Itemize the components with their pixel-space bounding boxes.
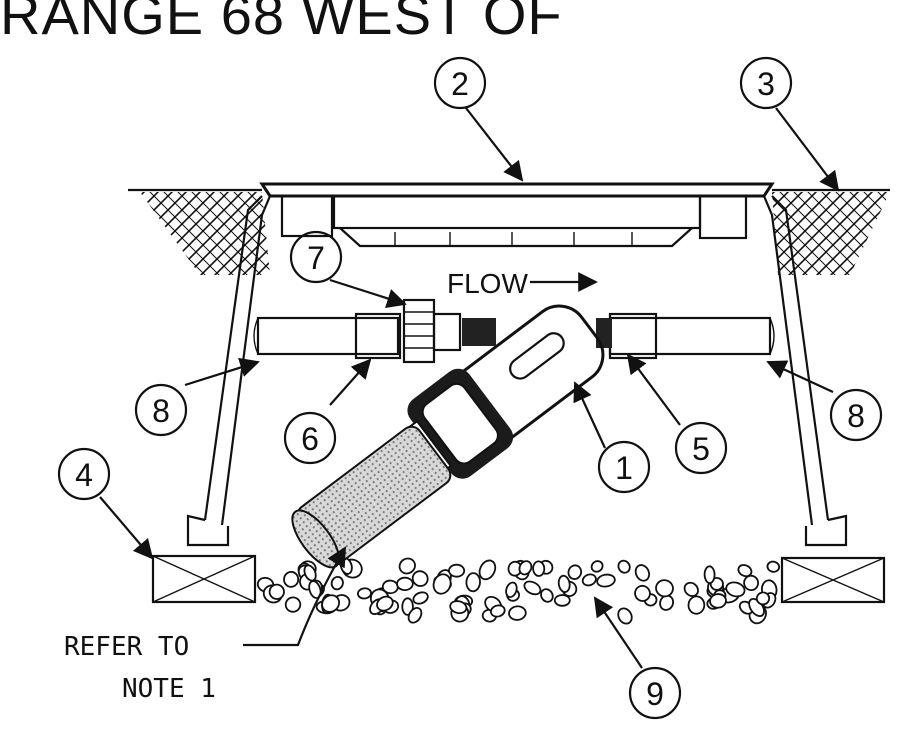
svg-text:7: 7: [307, 240, 325, 276]
gravel-stone: [321, 594, 341, 613]
callout-8-left: 8: [134, 383, 188, 437]
svg-text:2: 2: [451, 66, 469, 102]
svg-text:REFER TO: REFER TO: [64, 632, 189, 662]
gravel-stone: [398, 557, 416, 575]
gravel-stone: [617, 607, 633, 625]
gravel-stone: [478, 559, 497, 581]
svg-text:NOTE 1: NOTE 1: [122, 674, 216, 704]
gravel-stone: [532, 560, 546, 577]
gravel-stone: [567, 564, 583, 580]
callout-4: 4: [57, 447, 111, 501]
callouts: 2 3 7 8 6 1 5 8 4 9: [57, 56, 883, 720]
inlet-pipe: [253, 312, 402, 360]
svg-text:1: 1: [615, 450, 633, 486]
gravel-stone: [737, 564, 753, 578]
callout-8-right: 8: [829, 388, 883, 442]
brick-support-right: [780, 556, 886, 604]
gravel-stone: [755, 591, 771, 606]
gravel-stone: [330, 575, 344, 591]
svg-text:8: 8: [152, 393, 170, 429]
gravel-stone: [465, 572, 481, 593]
svg-text:4: 4: [75, 457, 93, 493]
gravel-stone: [581, 573, 597, 587]
svg-text:9: 9: [646, 676, 664, 712]
svg-text:FLOW: FLOW: [447, 268, 528, 299]
callout-3: 3: [739, 56, 793, 110]
gravel-stone: [659, 594, 675, 611]
gravel-stone: [508, 605, 527, 621]
gravel-stone: [505, 581, 518, 598]
gravel-stone: [396, 576, 414, 592]
union-fitting: [402, 298, 612, 364]
gravel-stone: [634, 584, 651, 602]
note-reference: REFER TO NOTE 1: [64, 632, 216, 704]
gravel-stone: [590, 560, 604, 573]
brick-support-left: [151, 554, 257, 604]
svg-text:3: 3: [757, 66, 775, 102]
gravel-bed: [256, 557, 781, 625]
gravel-stone: [268, 583, 285, 600]
svg-text:6: 6: [301, 421, 319, 457]
ground-surface: [128, 188, 890, 275]
gravel-stone: [683, 581, 699, 597]
callout-5: 5: [674, 421, 728, 475]
gravel-stone: [401, 597, 414, 616]
gravel-stone: [518, 560, 533, 576]
drawing-title: RANGE 68 WEST OF: [0, 0, 563, 46]
gravel-stone: [687, 595, 706, 615]
gravel-stone: [489, 604, 506, 618]
gravel-stone: [766, 560, 781, 573]
svg-text:5: 5: [692, 431, 710, 467]
gravel-stone: [376, 595, 394, 612]
gravel-stone: [617, 559, 631, 574]
gravel-stone: [303, 564, 317, 582]
filter-screen: [291, 425, 452, 569]
gravel-stone: [448, 563, 466, 578]
gravel-stone: [449, 600, 468, 615]
gravel-stone: [523, 580, 542, 596]
gravel-stone: [412, 591, 429, 605]
outlet-pipe: [608, 312, 775, 360]
gravel-stone: [411, 570, 429, 587]
callout-2: 2: [433, 56, 487, 110]
gravel-stone: [703, 565, 716, 584]
flow-indicator: FLOW: [447, 268, 598, 299]
gravel-stone: [407, 607, 423, 624]
gravel-stone: [283, 571, 300, 588]
gravel-stone: [655, 579, 674, 598]
gravel-stone: [284, 596, 302, 613]
gravel-stone: [634, 564, 651, 582]
gravel-stone: [357, 587, 372, 600]
gravel-stone: [432, 573, 452, 595]
callout-9: 9: [628, 666, 682, 720]
callout-7: 7: [289, 230, 343, 284]
callout-1: 1: [597, 440, 651, 494]
svg-text:8: 8: [847, 398, 865, 434]
gravel-stone: [553, 594, 571, 607]
gravel-stone: [596, 573, 616, 588]
gravel-stone: [725, 581, 746, 598]
gravel-stone: [557, 574, 571, 593]
gravel-stone: [540, 588, 554, 603]
leader-lines: [99, 107, 840, 669]
gravel-stone: [709, 593, 727, 609]
callout-6: 6: [283, 411, 337, 465]
valve-box: [186, 182, 848, 547]
